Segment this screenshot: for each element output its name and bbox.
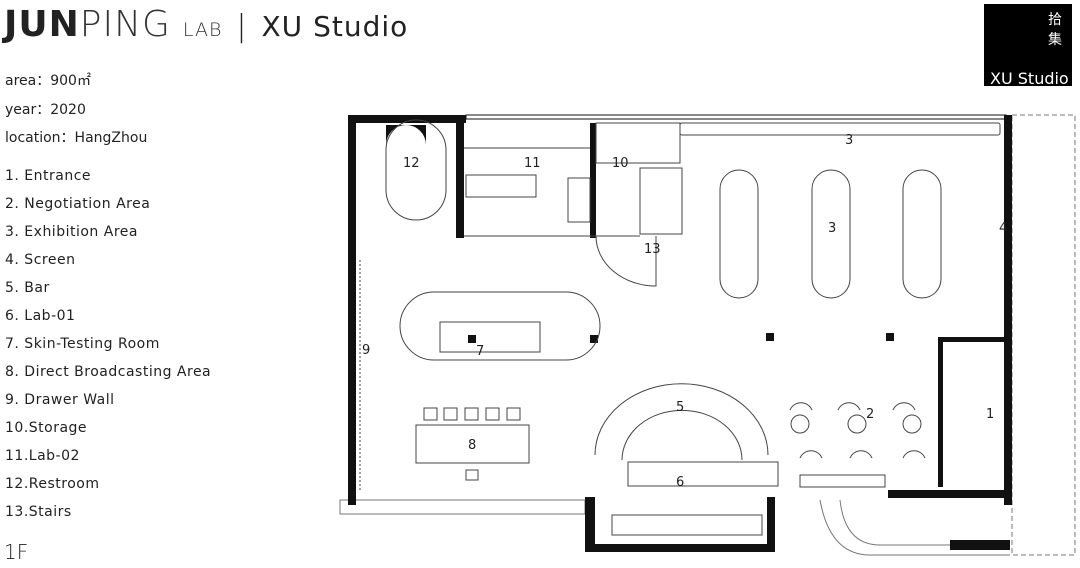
plan-label-drawer-wall: 9 [362, 343, 370, 358]
bar-counter [594, 383, 769, 456]
brand-light: PING [79, 4, 171, 45]
plan-label-lab-02: 11 [524, 156, 541, 171]
legend-item: 1. Entrance [5, 168, 92, 184]
studio-name: XU Studio [261, 10, 409, 43]
legend-item: 6. Lab-01 [5, 308, 76, 324]
legend-item: 3. Exhibition Area [5, 224, 138, 240]
restroom-core [385, 119, 447, 221]
location-info: location：HangZhou [5, 130, 148, 146]
legend-item: 8. Direct Broadcasting Area [5, 364, 212, 380]
legend-item: 4. Screen [5, 252, 76, 268]
plan-label-exhibition: 3 [845, 133, 853, 148]
legend-item: 7. Skin-Testing Room [5, 336, 160, 352]
exhibition-table [902, 169, 942, 299]
lab-01-counter [627, 461, 779, 487]
plan-label-bar: 5 [676, 400, 684, 415]
brand-lab: LAB [182, 19, 223, 41]
skin-testing-counter [439, 321, 541, 353]
screen-strip [679, 122, 1001, 136]
plan-label-negotiation: 2 [866, 407, 874, 422]
plan-label-broadcasting: 8 [468, 438, 476, 453]
brand-bold: JUN [4, 4, 80, 45]
entrance-ramp-inner [839, 499, 1010, 546]
plan-label-lab-01: 6 [676, 475, 684, 490]
legend-item: 12.Restroom [5, 476, 100, 492]
logo-chinese: 拾集 [1048, 12, 1062, 48]
plan-label-exhibition: 3 [828, 221, 836, 236]
legend-item: 2. Negotiation Area [5, 196, 151, 212]
legend-item: 10.Storage [5, 420, 88, 436]
plan-label-entrance: 1 [986, 407, 994, 422]
exhibition-table [811, 169, 851, 299]
title-separator: | [236, 9, 248, 44]
xu-studio-logo: 拾集 XU Studio [984, 4, 1072, 88]
plan-label-storage: 10 [612, 156, 629, 171]
legend-item: 11.Lab-02 [5, 448, 80, 464]
area-info: area：900㎡ [5, 73, 91, 89]
year-info: year：2020 [5, 102, 86, 118]
plan-label-skin-testing: 7 [476, 344, 484, 359]
stairs [639, 167, 683, 235]
legend-item: 5. Bar [5, 280, 50, 296]
entrance-ramp [819, 499, 1010, 556]
plan-label-restroom: 12 [403, 156, 420, 171]
plan-label-stairs: 13 [644, 242, 661, 257]
outdoor-area-outline [1011, 114, 1076, 556]
skin-testing-room [399, 291, 601, 361]
bar-counter-inner [621, 409, 743, 461]
plan-label-screen: 4 [999, 221, 1007, 236]
legend-item: 9. Drawer Wall [5, 392, 115, 408]
floor-label: 1F [4, 540, 29, 564]
entry-counter [611, 514, 763, 536]
logo-english: XU Studio [990, 69, 1069, 88]
terrace-outline [339, 499, 586, 515]
walls [348, 114, 1012, 552]
page-title: JUNPING LAB | XU Studio [4, 4, 408, 45]
exhibition-table [719, 169, 759, 299]
lab-02-cabinet [567, 177, 591, 223]
broadcast-table [415, 424, 530, 464]
negotiation-chairs [789, 402, 926, 488]
broadcast-chairs [423, 407, 521, 481]
stairs-curve [595, 235, 657, 287]
legend-item: 13.Stairs [5, 504, 72, 520]
room-legend: 1. Entrance 2. Negotiation Area 3. Exhib… [5, 162, 211, 526]
storage-room [595, 122, 681, 164]
lab-02-bench [465, 174, 537, 198]
